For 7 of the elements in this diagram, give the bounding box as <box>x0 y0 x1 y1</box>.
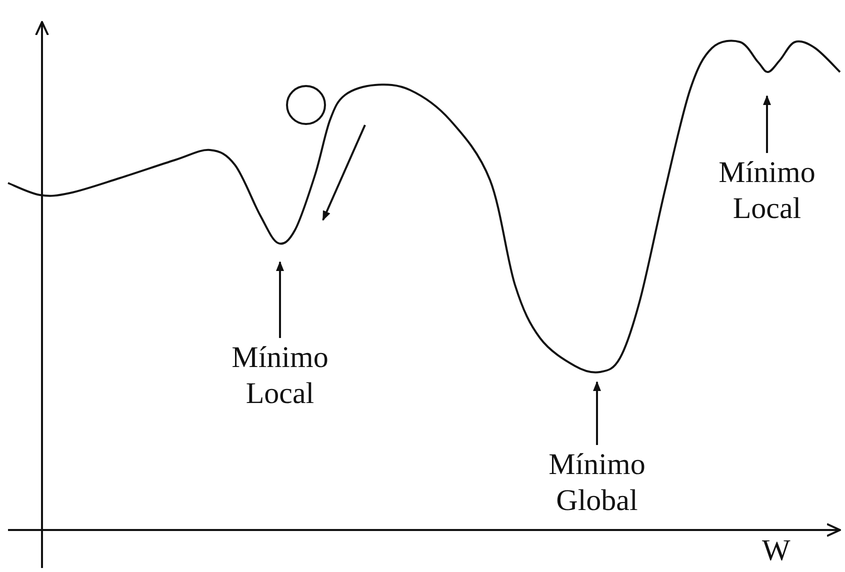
minimum-label: Mínimo Local <box>718 155 816 227</box>
leader-arrow <box>276 261 284 338</box>
minimum-label: Mínimo Local <box>230 340 330 412</box>
minimum-label: Mínimo Global <box>548 447 646 519</box>
leader-arrow <box>593 381 601 445</box>
leader-arrow <box>763 95 771 153</box>
axis-label: W <box>762 534 790 568</box>
